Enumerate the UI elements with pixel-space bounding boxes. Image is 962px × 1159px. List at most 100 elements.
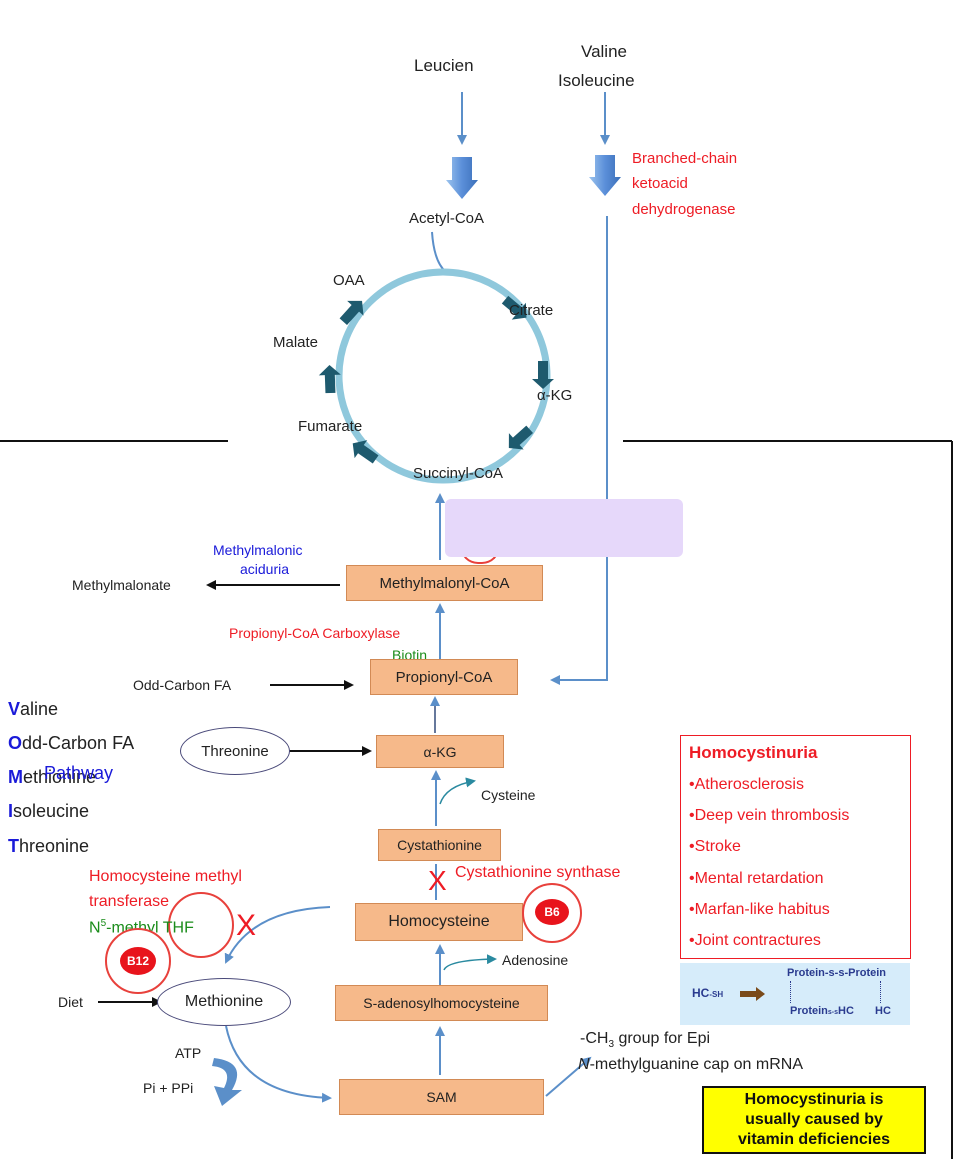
mnemonic-methionine: Methionine [8, 767, 96, 788]
note-line: usually caused by [745, 1111, 883, 1128]
protein-disulfide-inset: HC-SH Protein-s-s-Protein Proteins-sHC H… [680, 963, 910, 1025]
mnemonic-m-initial: M [8, 767, 23, 787]
mnemonic-v-rest: aline [20, 699, 59, 719]
mnemonic-odd-carbon: Odd-Carbon FA [8, 733, 134, 754]
mnemonic-threonine: Threonine [8, 836, 89, 857]
homocystinuria-item: •Marfan-like habitus [689, 901, 830, 918]
protein-hc2-label: HC [875, 1005, 891, 1017]
protein-ss-text: s-s [827, 1009, 839, 1016]
mnemonic-v-initial: V [8, 699, 21, 719]
note-line: Homocystinuria is [744, 1091, 884, 1108]
hmt-enzyme-line-2: transferase [89, 893, 170, 910]
hmt-enzyme-line-1: Homocysteine methyl [89, 868, 242, 885]
succinyl-coa-label: Succinyl-CoA [413, 465, 504, 482]
adenosine-label: Adenosine [502, 952, 569, 968]
odd-carbon-label: Odd-Carbon FA [133, 677, 232, 693]
diet-label: Diet [58, 994, 83, 1010]
protein-hc1-text: HC [838, 1005, 854, 1017]
protein-bottom-text: Protein [790, 1005, 828, 1017]
b6-badge-label: B6 [535, 899, 569, 925]
homocystinuria-item: •Mental retardation [689, 870, 824, 887]
threonine-ellipse: Threonine [180, 727, 290, 775]
cbs-block-x: X [428, 865, 447, 896]
vitamin-deficiency-note: Homocystinuria is usually caused by vita… [702, 1086, 926, 1154]
bckd-line-3: dehydrogenase [632, 201, 736, 218]
lavender-overlay [445, 499, 683, 557]
sah-box: S-adenosylhomocysteine [335, 985, 548, 1021]
atp-label: ATP [175, 1045, 202, 1061]
homocystinuria-box: Homocystinuria •Atherosclerosis •Deep ve… [680, 735, 911, 959]
mnemonic-i-initial: I [8, 801, 14, 821]
note-line: vitamin deficiencies [737, 1131, 891, 1148]
homocystinuria-title: Homocystinuria [689, 743, 818, 762]
pcc-enzyme-label: Propionyl-CoA Carboxylase [229, 625, 401, 641]
leucine-fat-arrow [446, 157, 478, 199]
mnemonic-i-rest: soleucine [13, 801, 90, 821]
sam-box: SAM [339, 1079, 544, 1115]
acetyl-entry-line [431, 231, 447, 273]
mnemonic-m-rest: ethionine [23, 767, 97, 787]
ch3-prefix: -CH [580, 1030, 609, 1047]
protein-bottom-label: Proteins-sHC [790, 1005, 854, 1018]
homocystinuria-item: •Atherosclerosis [689, 776, 804, 793]
homocystinuria-item: •Deep vein thrombosis [689, 807, 850, 824]
mnemonic-t-rest: hreonine [19, 836, 90, 856]
thf-superscript: 5 [100, 918, 107, 929]
isoleucine-label: Isoleucine [558, 71, 635, 90]
fumarate-label: Fumarate [298, 418, 363, 435]
cystathionine-box: Cystathionine [378, 829, 501, 861]
valine-label: Valine [581, 42, 627, 61]
protein-top-label: Protein-s-s-Protein [787, 967, 887, 979]
malate-label: Malate [273, 334, 319, 351]
bckd-line-2: ketoacid [632, 175, 688, 192]
acetyl-coa-label: Acetyl-CoA [409, 210, 485, 227]
ch3-subscript: 3 [608, 1039, 614, 1051]
mrna-rest: -methylguanine cap on mRNA [589, 1056, 803, 1073]
hmt-block-x: X [236, 909, 257, 942]
mnemonic-valine: Valine [8, 699, 58, 720]
leucine-label: Leucien [414, 56, 474, 75]
thf-prefix: N [89, 919, 101, 937]
mrna-n-italic: N [578, 1056, 590, 1073]
cbs-enzyme-label: Cystathionine synthase [455, 864, 621, 881]
propionyl-coa-box: Propionyl-CoA [370, 659, 518, 695]
akg-label: α-KG [537, 387, 573, 404]
ch3-label: -CH3 group for Epi [580, 1030, 710, 1051]
mnemonic-isoleucine: Isoleucine [8, 801, 89, 822]
bckd-line-1: Branched-chain [632, 150, 738, 167]
oaa-label: OAA [333, 272, 365, 289]
mnemonic-o-rest: dd-Carbon FA [22, 733, 135, 753]
hc-text: HC [692, 986, 710, 1000]
methylmalonyl-coa-box: Methylmalonyl-CoA [346, 565, 543, 601]
disulfide-link-icon [880, 981, 884, 1003]
homocysteine-to-methionine-arrow [224, 906, 331, 964]
mnemonic-t-initial: T [8, 836, 19, 856]
mrna-cap-label: N-methylguanine cap on mRNA [578, 1056, 803, 1074]
b12-badge: B12 [105, 928, 171, 994]
methionine-ellipse: Methionine [157, 978, 291, 1026]
adenosine-branch [443, 954, 497, 971]
mma-disease-line-2: aciduria [240, 561, 290, 577]
tca-direction-arrows [318, 295, 554, 464]
mnemonic-o-initial: O [8, 733, 23, 753]
valine-fat-arrow [589, 155, 621, 196]
akg-box: α-KG [376, 735, 504, 768]
b12-badge-label: B12 [120, 947, 156, 975]
mma-disease-line-1: Methylmalonic [213, 542, 303, 558]
cysteine-branch [439, 777, 476, 805]
b6-badge: B6 [522, 883, 582, 943]
ch3-rest: group for Epi [614, 1030, 711, 1047]
citrate-label: Citrate [509, 302, 554, 319]
protein-arrow-head-icon [756, 987, 765, 1001]
homocystinuria-item: •Joint contractures [689, 932, 821, 949]
sam-to-methyl-arrow [545, 1056, 592, 1097]
homocysteine-box: Homocysteine [355, 903, 523, 941]
homocystinuria-item: •Stroke [689, 838, 741, 855]
atp-release-arrow [212, 1058, 242, 1106]
mnemonic-pathway-overlay: Pathway [44, 763, 114, 783]
pi-ppi-label: Pi + PPi [143, 1080, 194, 1096]
disulfide-link-icon [790, 981, 794, 1003]
thf-circle-outline [168, 892, 234, 958]
protein-arrow-icon [740, 991, 758, 997]
